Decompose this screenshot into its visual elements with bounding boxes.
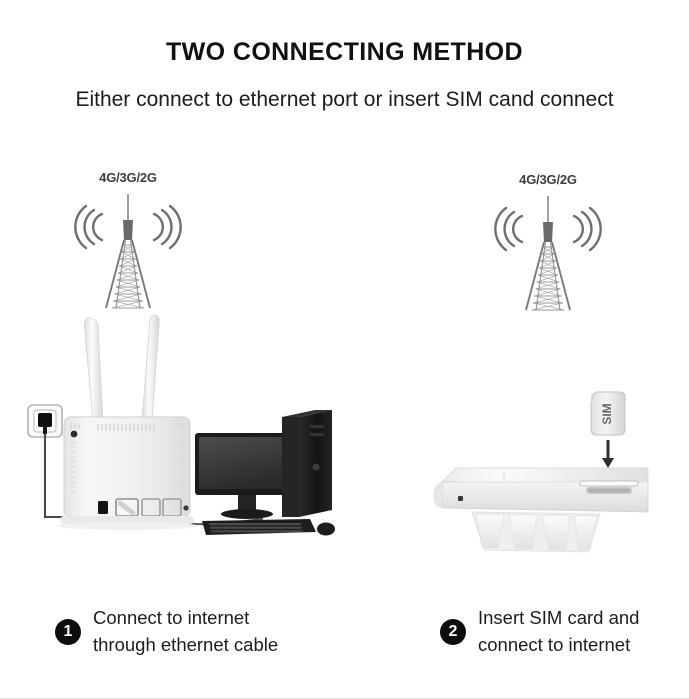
step-badge-2: 2 [440,618,466,645]
page-subtitle: Either connect to ethernet port or inser… [75,88,614,111]
cell-tower-group-2: 4G/3G/2G [473,172,623,322]
tower-label-1: 4G/3G/2G [99,170,157,185]
router-status-led [458,496,463,501]
router-body-side [433,467,649,553]
router-wan-port [115,498,139,517]
desktop-computer [195,410,335,536]
cell-tower-group-1: 4G/3G/2G [53,170,203,320]
computer-mouse [317,522,335,536]
method-1-caption: 1 Connect to internet through ethernet c… [55,605,320,659]
sim-card: SIM [590,391,626,436]
computer-monitor [195,433,299,519]
method-1-caption-text: Connect to internet through ethernet cab… [93,607,279,655]
router-body-rear [55,416,199,530]
cell-tower-icon-1 [74,194,182,309]
step-badge-1: 1 [55,618,81,645]
router-antenna-right [141,314,160,422]
router-antenna-left [84,317,104,422]
ethernet-wall-socket [27,404,63,438]
computer-tower [282,410,332,517]
method-2-caption: 2 Insert SIM card and connect to interne… [440,605,680,659]
method-1-panel: 4G/3G/2G [0,150,344,655]
cell-tower-icon-2 [494,196,602,311]
router-reset-button [70,430,78,438]
method-2-caption-text: Insert SIM card and connect to internet [478,607,640,655]
sim-card-slot [579,480,639,494]
method-1-device-scene [10,305,340,550]
router-stand-fins [471,511,601,553]
sim-card-label: SIM [600,403,614,424]
tower-label-2: 4G/3G/2G [519,172,577,187]
router-indicator-led [183,505,189,511]
method-2-panel: 4G/3G/2G [345,150,689,655]
insert-arrow-down-icon [602,440,614,468]
page-title: TWO CONNECTING METHOD [166,38,523,66]
router-power-port [98,501,108,514]
method-2-device-scene: SIM [420,386,670,561]
computer-keyboard [202,519,316,535]
